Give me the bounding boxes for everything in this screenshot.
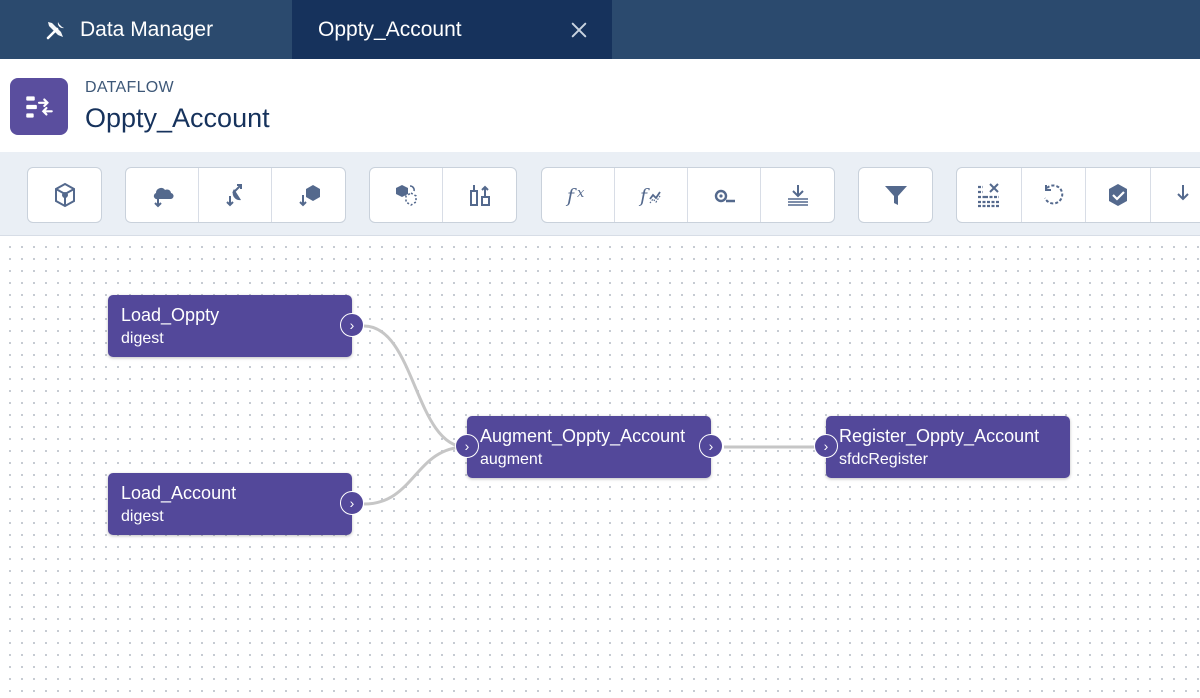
edgemart-icon (298, 185, 320, 207)
svg-text:f: f (638, 185, 650, 207)
node-load-account[interactable]: Load_Account digest › (108, 473, 364, 535)
svg-text:f: f (565, 185, 577, 207)
flatten-button[interactable] (761, 168, 834, 222)
toolbar-group-dataset (27, 167, 102, 223)
edge-load-account-augment (363, 445, 467, 506)
update-icon (1044, 184, 1064, 205)
sfdc-digest-button[interactable] (126, 168, 199, 222)
output-port[interactable]: › (340, 313, 364, 337)
node-type: digest (121, 508, 164, 525)
page-type-label: DATAFLOW (85, 79, 174, 96)
append-button[interactable] (370, 168, 443, 222)
input-port[interactable]: › (814, 434, 838, 458)
output-port[interactable]: › (340, 491, 364, 515)
node-type: sfdcRegister (839, 451, 928, 468)
page-header: DATAFLOW Oppty_Account (0, 59, 1200, 152)
sfdc-digest-icon (153, 188, 174, 208)
append-icon (396, 185, 417, 206)
tab-bar: Data Manager Oppty_Account (0, 0, 1200, 59)
dataflow-canvas[interactable]: Load_Oppty digest › Load_Account digest … (0, 237, 1200, 698)
chevron-right-icon: › (708, 438, 714, 454)
toolbar-group-output (956, 167, 1200, 223)
slice-dataset-icon (977, 183, 999, 208)
filter-button[interactable] (859, 168, 932, 222)
dim2mea-button[interactable] (688, 168, 761, 222)
flatten-icon (787, 185, 808, 206)
dataset-icon (54, 182, 75, 208)
augment-button[interactable] (443, 168, 516, 222)
node-augment[interactable]: Augment_Oppty_Account augment › › (455, 416, 723, 478)
digest-icon (226, 184, 242, 207)
filter-icon (884, 186, 907, 205)
compute-relative-button[interactable]: f (615, 168, 688, 222)
node-name: Augment_Oppty_Account (480, 426, 686, 446)
digest-button[interactable] (199, 168, 272, 222)
tab-data-manager[interactable]: Data Manager (0, 0, 292, 59)
tools-icon (44, 18, 68, 42)
close-icon[interactable] (568, 19, 590, 41)
tab-label: Data Manager (80, 17, 214, 41)
sfdc-register-button[interactable] (1086, 168, 1151, 222)
node-load-oppty[interactable]: Load_Oppty digest › (108, 295, 364, 357)
input-port[interactable]: › (455, 434, 479, 458)
edge-load-oppty-augment (363, 324, 467, 449)
toolbar-group-combine (369, 167, 517, 223)
export-button[interactable] (1151, 168, 1200, 222)
chevron-right-icon: › (349, 495, 355, 511)
sfdc-register-icon (1108, 184, 1127, 206)
chevron-right-icon: › (464, 438, 470, 454)
chevron-right-icon: › (823, 438, 829, 454)
node-name: Register_Oppty_Account (839, 426, 1040, 446)
edgemart-button[interactable] (272, 168, 345, 222)
node-register[interactable]: Register_Oppty_Account sfdcRegister › (814, 416, 1070, 478)
augment-icon (469, 185, 490, 206)
tab-oppty-account[interactable]: Oppty_Account (292, 0, 612, 59)
update-button[interactable] (1022, 168, 1087, 222)
node-type: digest (121, 330, 164, 347)
output-port[interactable]: › (699, 434, 723, 458)
toolbar-group-extract (125, 167, 346, 223)
dataflow-edges (363, 324, 826, 506)
node-type: augment (480, 451, 543, 468)
chevron-right-icon: › (349, 317, 355, 333)
tab-label: Oppty_Account (318, 17, 462, 41)
export-icon (1177, 185, 1189, 201)
toolbar-group-filter (858, 167, 933, 223)
svg-text:x: x (577, 186, 585, 201)
dim2mea-icon (714, 189, 735, 203)
node-name: Load_Account (121, 483, 237, 503)
compute-relative-icon: f (638, 185, 661, 207)
dataset-button[interactable] (28, 168, 101, 222)
dataflow-icon (10, 78, 68, 135)
page-title: Oppty_Account (85, 103, 270, 133)
node-name: Load_Oppty (121, 305, 220, 325)
slice-dataset-button[interactable] (957, 168, 1022, 222)
